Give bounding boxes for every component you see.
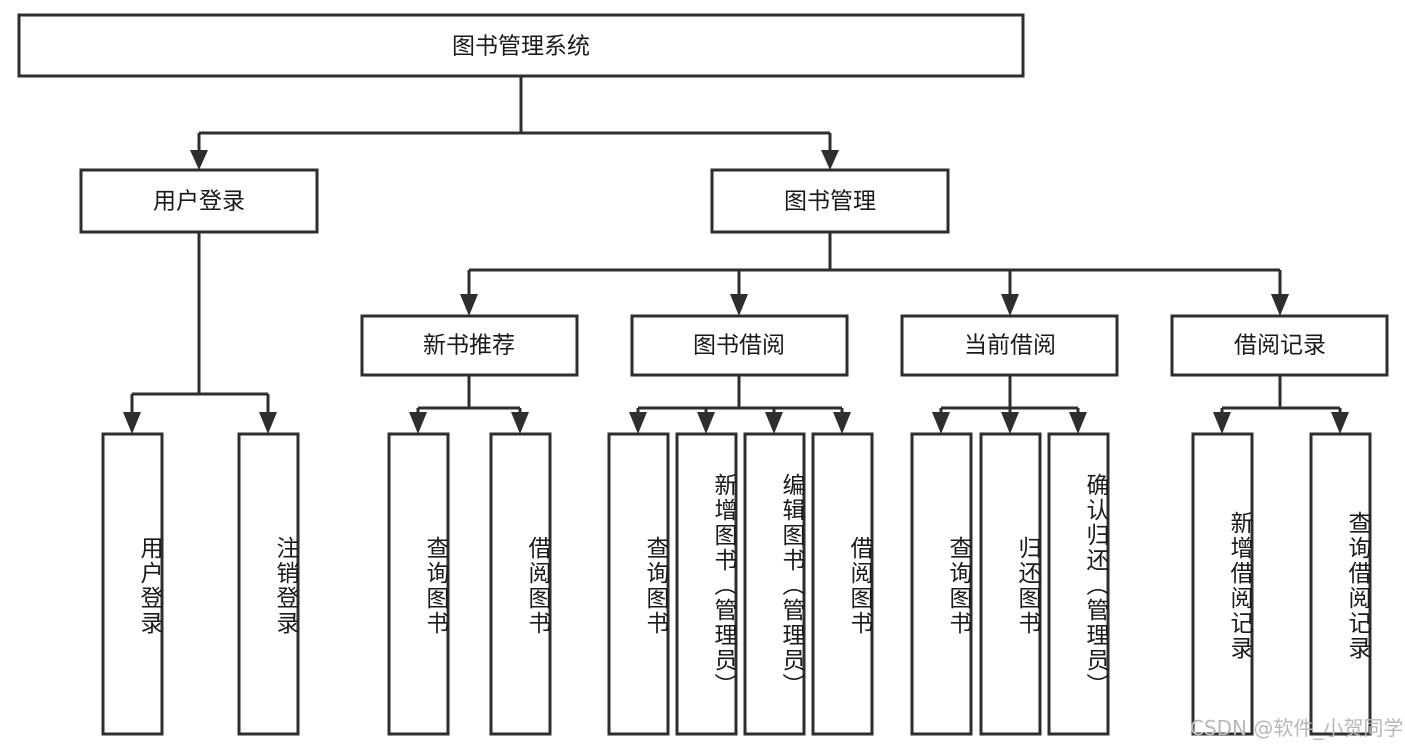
leaf-box-borrow-record-2[interactable] <box>1309 432 1372 736</box>
node-book-management[interactable]: 图书管理 <box>710 168 950 234</box>
arrow-borrow-record-leaf-2 <box>1331 412 1349 434</box>
arrow-to-book-mgmt <box>821 150 839 170</box>
node-book-borrow[interactable]: 图书借阅 <box>630 314 849 377</box>
node-borrow-record-label: 借阅记录 <box>1234 333 1326 359</box>
leaf-box-borrow-record-1[interactable] <box>1191 432 1254 736</box>
arrow-user-login-leaf-2 <box>259 412 277 434</box>
node-book-management-label: 图书管理 <box>784 189 876 215</box>
arrow-book-borrow-leaf-4 <box>833 412 851 434</box>
leaf-box-new-book-2[interactable] <box>489 432 552 736</box>
node-current-borrow[interactable]: 当前借阅 <box>900 314 1119 377</box>
connector-layer <box>123 76 1349 434</box>
arrow-level3-2 <box>730 294 748 316</box>
arrow-current-borrow-leaf-2 <box>1001 412 1019 434</box>
leaf-box-user-login-1[interactable] <box>101 432 164 736</box>
node-current-borrow-label: 当前借阅 <box>964 333 1056 359</box>
arrow-level3-1 <box>460 294 478 316</box>
arrow-current-borrow-leaf-3 <box>1069 412 1087 434</box>
node-user-login-label: 用户登录 <box>153 189 245 215</box>
leaf-box-current-borrow-2[interactable] <box>979 432 1042 736</box>
node-root-box[interactable] <box>17 13 1025 78</box>
leaf-box-book-borrow-1[interactable] <box>607 432 670 736</box>
watermark-text: CSDN @软件_小贺同学 <box>1190 716 1404 740</box>
arrow-new-book-leaf-2 <box>511 412 529 434</box>
node-user-login-box[interactable] <box>79 168 319 234</box>
node-new-book-recommend-box[interactable] <box>360 314 579 377</box>
arrow-book-borrow-leaf-3 <box>765 412 783 434</box>
leaf-box-new-book-1[interactable] <box>387 432 450 736</box>
node-borrow-record-box[interactable] <box>1170 314 1389 377</box>
node-new-book-recommend-label: 新书推荐 <box>423 333 515 359</box>
leaf-box-user-login-2[interactable] <box>237 432 300 736</box>
leaf-box-book-borrow-3[interactable] <box>743 432 806 736</box>
arrow-level3-3 <box>1001 294 1019 316</box>
arrow-to-user-login <box>190 150 208 170</box>
arrow-borrow-record-leaf-1 <box>1213 412 1231 434</box>
arrow-new-book-leaf-1 <box>409 412 427 434</box>
node-book-borrow-box[interactable] <box>630 314 849 377</box>
node-book-management-box[interactable] <box>710 168 950 234</box>
node-book-borrow-label: 图书借阅 <box>693 333 785 359</box>
leaf-box-book-borrow-4[interactable] <box>811 432 874 736</box>
arrow-book-borrow-leaf-2 <box>697 412 715 434</box>
node-borrow-record[interactable]: 借阅记录 <box>1170 314 1389 377</box>
arrow-current-borrow-leaf-1 <box>932 412 950 434</box>
leaf-box-book-borrow-2[interactable] <box>675 432 738 736</box>
leaf-box-current-borrow-3[interactable] <box>1047 432 1110 736</box>
arrow-book-borrow-leaf-1 <box>629 412 647 434</box>
node-root[interactable]: 图书管理系统 <box>17 13 1025 78</box>
node-user-login[interactable]: 用户登录 <box>79 168 319 234</box>
arrow-level3-4 <box>1271 294 1289 316</box>
leaf-box-current-borrow-1[interactable] <box>910 432 973 736</box>
arrow-user-login-leaf-1 <box>123 412 141 434</box>
node-current-borrow-box[interactable] <box>900 314 1119 377</box>
node-new-book-recommend[interactable]: 新书推荐 <box>360 314 579 377</box>
node-root-label: 图书管理系统 <box>452 34 590 60</box>
